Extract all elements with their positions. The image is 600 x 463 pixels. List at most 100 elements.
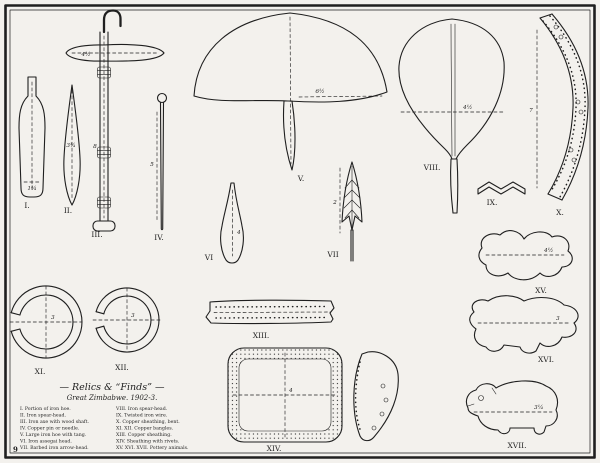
outer-outline [227, 347, 343, 443]
hatching [343, 179, 361, 219]
tang [450, 158, 459, 214]
cross-blade [65, 43, 165, 62]
inner-edge [539, 17, 574, 195]
label-iv: IV. [154, 233, 163, 242]
label-xiii: XIII. [253, 331, 270, 340]
rivet-hole [383, 397, 389, 403]
shaft [99, 31, 109, 222]
hook [102, 9, 122, 34]
artifact-i-bottle: 1¾ I. [18, 76, 46, 210]
eye [478, 395, 484, 401]
label-xvi: XVI. [538, 355, 554, 364]
rivet-dots-inner [542, 20, 577, 192]
rivet-hole [371, 425, 377, 431]
measure-line [298, 95, 383, 98]
artifact-xv-pottery-animal: 4½ XV. [478, 230, 573, 295]
stipple-border [228, 348, 342, 442]
artifact-xiii-sheathing-strip: XIII. [205, 299, 335, 340]
legend-line: IX. Twisted iron wire. [116, 413, 168, 419]
rod [159, 101, 165, 231]
legend-line: III. Iron axe with wood shaft. [20, 419, 90, 425]
artifact-iii-axe: 4½ 8 III. [65, 9, 165, 239]
legend-line: XIV. Sheathing with rivets. [116, 439, 180, 445]
measure-lines [232, 352, 338, 438]
rivet-dots-top [215, 305, 329, 308]
label-vi: VI [204, 253, 213, 262]
artifact-vi-spearhead: 4 VI [204, 182, 244, 264]
plate-border-outer [4, 4, 596, 459]
artifact-v-hoe: 6½ V. [193, 12, 388, 183]
label-i: I. [24, 201, 29, 210]
mouth-line [467, 403, 475, 407]
outline [469, 295, 579, 354]
plate-border-inner [9, 9, 591, 454]
artifact-ii-blade: 3¼ II. [63, 84, 81, 215]
artifact-viii-spearhead: 4½ VIII. [398, 18, 505, 214]
measure-vii: 2 [332, 200, 337, 206]
rivet-hole [380, 383, 386, 389]
sheath-blade-outline [353, 351, 399, 442]
blade-outline [341, 161, 363, 231]
legend-line: VIII. Iron spear-head. [115, 406, 168, 412]
measure-iv: 5 [150, 162, 154, 168]
label-xvii: XVII. [507, 441, 526, 450]
measure-vi: 4 [236, 230, 241, 236]
legend-line: VI. Iron assegai head. [19, 439, 72, 445]
label-ii: II. [64, 206, 72, 215]
plate-subtitle: Great Zimbabwe. 1902-3. [67, 394, 158, 402]
ring-ends [10, 312, 21, 332]
tang [350, 229, 354, 262]
outline [465, 380, 559, 435]
measure-xv: 4½ [543, 247, 554, 254]
outline [63, 84, 81, 206]
diameter-lines [9, 285, 83, 359]
rivet-hole [578, 109, 584, 115]
legend-line: VII. Barbed iron arrow-head. [19, 445, 89, 451]
rivet-hole [568, 147, 574, 153]
tang [282, 100, 296, 171]
binding-band [97, 196, 111, 209]
measure-x: 7 [529, 108, 533, 114]
artifact-iv-pin: 5 IV. [150, 92, 168, 242]
legend-line: V. Large iron hoe with tang. [19, 432, 87, 438]
label-v: V. [297, 174, 305, 183]
zigzag [477, 181, 526, 195]
measure-xvi: 3 [556, 316, 560, 322]
artifact-xii-bangle: 3 XII. [92, 287, 162, 372]
diameter-lines [92, 287, 162, 353]
rivet-hole [379, 411, 385, 417]
artifact-x-sheathing-band: 7 X. [529, 13, 589, 217]
measure-iii-shaft: 8 [93, 144, 97, 150]
centerline [289, 16, 292, 165]
artifact-xvi-pottery-animal: 3 XVI. [469, 295, 579, 364]
label-vii: VII [326, 250, 338, 259]
outline [478, 230, 573, 281]
ear-line [491, 387, 497, 395]
artifact-vii-arrowhead: 2 VII [326, 161, 363, 262]
end-caps [539, 13, 563, 201]
measure-xiv: 4 [288, 388, 293, 394]
legend-line: XV. XVI. XVII. Pottery animals. [116, 445, 189, 451]
rivet-hole [553, 24, 559, 30]
legend-line: IV. Copper pin or needle. [20, 426, 80, 432]
plate-title: — Relics & “Finds” — [59, 382, 165, 393]
legend-line: XIII. Copper sheathing. [116, 432, 172, 438]
legend-line: I. Portion of iron hoe. [20, 406, 71, 412]
measure-v: 6½ [315, 88, 325, 95]
artifact-ix-wire: IX. [477, 181, 526, 207]
measure-xi: 3 [51, 315, 55, 321]
label-xi: XI. [35, 367, 46, 376]
inner-ring [19, 294, 74, 350]
ferrule [92, 220, 116, 232]
outline [205, 299, 335, 325]
legend-block: — Relics & “Finds” — Great Zimbabwe. 190… [19, 382, 189, 451]
page-marker: 9 [13, 445, 18, 454]
measure-iii-head: 4½ [80, 51, 91, 58]
outline [220, 182, 244, 264]
rivet-hole [575, 99, 581, 105]
midrib [450, 23, 456, 157]
label-ix: IX. [487, 198, 498, 207]
ring-head [156, 92, 168, 104]
label-xv: XV. [535, 286, 547, 295]
measure-xvii: 3¼ [534, 404, 543, 411]
